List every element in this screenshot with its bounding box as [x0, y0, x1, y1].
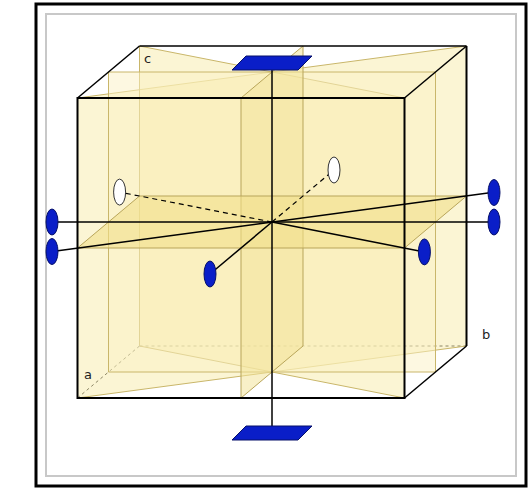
twofold-axis	[210, 222, 272, 274]
twofold-symbol	[418, 239, 430, 265]
twofold-axis-hidden	[120, 192, 272, 222]
fourfold-symbol	[232, 56, 312, 70]
box-edge	[405, 346, 467, 398]
box-edge	[78, 46, 140, 98]
fourfold-symbol	[232, 426, 312, 440]
twofold-symbol	[46, 209, 58, 235]
inner-frame	[46, 14, 516, 476]
axis-label: c	[144, 51, 151, 66]
twofold-symbol-back	[328, 157, 340, 183]
twofold-symbol	[46, 239, 58, 265]
twofold-axis	[272, 222, 424, 252]
twofold-symbol	[204, 261, 216, 287]
axis-label: a	[84, 367, 92, 382]
box-edge	[405, 46, 467, 98]
twofold-axis-hidden	[272, 170, 334, 222]
c-axis	[271, 62, 273, 430]
box-edge	[140, 45, 467, 47]
box-front-face	[78, 98, 405, 398]
twofold-symbol-back	[114, 179, 126, 205]
twofold-symbol	[488, 209, 500, 235]
axis-label: b	[482, 327, 490, 342]
twofold-symbol	[488, 180, 500, 206]
outer-frame	[36, 4, 526, 486]
